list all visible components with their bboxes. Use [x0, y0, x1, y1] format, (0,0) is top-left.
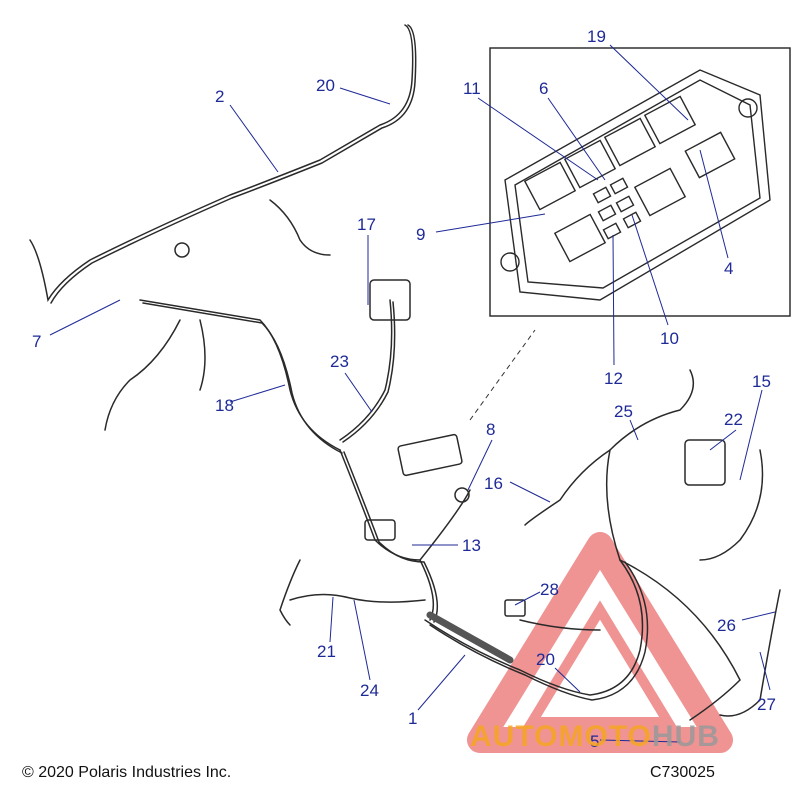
callout-20-top: 20 [316, 76, 335, 95]
callout-6: 6 [539, 79, 549, 98]
callout-4: 4 [724, 259, 734, 278]
callout-26: 26 [717, 616, 736, 635]
watermark-part2: HUB [651, 720, 720, 753]
harness-lines [29, 24, 781, 721]
leader-lines [49, 44, 776, 743]
callout-8: 8 [486, 420, 496, 439]
callout-22: 22 [724, 410, 743, 429]
callout-1: 1 [408, 709, 418, 728]
watermark-logo [467, 532, 733, 753]
fuse-box-inset [489, 47, 791, 317]
callout-5: 5 [590, 732, 600, 751]
callout-24: 24 [360, 681, 379, 700]
callout-16: 16 [484, 474, 503, 493]
callout-2: 2 [215, 87, 225, 106]
callout-20-bottom: 20 [536, 650, 555, 669]
callout-25: 25 [614, 402, 633, 421]
callout-19: 19 [587, 27, 606, 46]
callout-18: 18 [215, 396, 234, 415]
callout-10: 10 [660, 329, 679, 348]
callout-11: 11 [463, 79, 481, 98]
figure-code: C730025 [650, 764, 715, 781]
callout-7: 7 [32, 332, 42, 351]
callout-15: 15 [752, 372, 771, 391]
callout-27: 27 [757, 695, 776, 714]
watermark-part1: AUTOMOTO [470, 720, 652, 753]
watermark-text: AUTOMOTOHUB [470, 720, 720, 754]
callout-12: 12 [604, 369, 623, 388]
callout-21: 21 [317, 642, 336, 661]
callout-28: 28 [540, 580, 559, 599]
callout-23: 23 [330, 352, 349, 371]
copyright-notice: © 2020 Polaris Industries Inc. [22, 764, 232, 781]
callout-13: 13 [462, 536, 481, 555]
callout-17: 17 [357, 215, 376, 234]
callout-9: 9 [416, 225, 426, 244]
